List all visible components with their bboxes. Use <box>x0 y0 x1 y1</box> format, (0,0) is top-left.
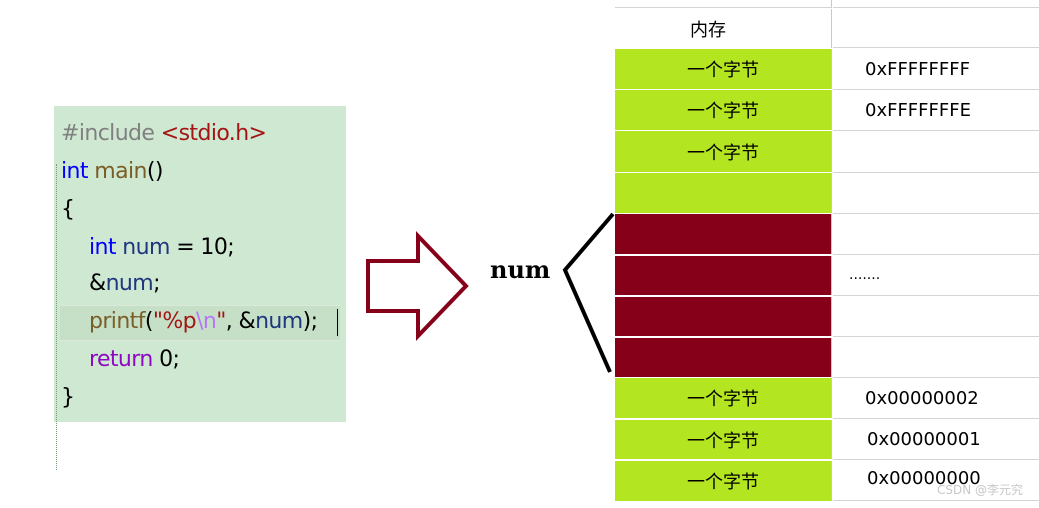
code-token: ); <box>302 309 318 334</box>
row-divider <box>615 418 832 419</box>
byte-cell: 一个字节 <box>615 90 832 130</box>
code-token: #include <box>61 121 161 146</box>
address-cell <box>833 173 1039 214</box>
right-arrow-icon <box>366 231 469 341</box>
row-divider <box>615 89 832 90</box>
code-line-2: int main() <box>61 154 163 190</box>
code-token: <stdio.h> <box>160 121 267 146</box>
address-label: 0x00000000 <box>867 468 981 489</box>
code-token: num <box>255 309 303 334</box>
code-gutter <box>56 164 58 470</box>
memory-header: 内存 <box>615 9 832 48</box>
code-token: int <box>61 159 88 184</box>
code-token: num <box>105 271 154 296</box>
code-token: ( <box>144 309 154 334</box>
code-token: = 10; <box>169 235 235 260</box>
code-token: & <box>89 271 106 296</box>
row-divider <box>615 172 832 173</box>
byte-label: 一个字节 <box>687 60 759 81</box>
code-token: int <box>89 235 116 260</box>
byte-cell: 一个字节 <box>615 420 832 460</box>
current-line-highlight <box>60 305 340 341</box>
num-byte-cell <box>615 338 832 377</box>
row-divider <box>615 130 832 131</box>
byte-cell <box>615 173 832 213</box>
byte-cell: 一个字节 <box>615 378 832 418</box>
row-divider <box>615 336 832 337</box>
bracket-icon <box>562 212 615 373</box>
address-cell <box>833 337 1039 378</box>
code-line-7: return 0; <box>61 342 180 378</box>
address-label: 0x00000001 <box>867 428 981 450</box>
address-cell: 0xFFFFFFFF <box>833 49 1039 90</box>
code-line-1: #include <stdio.h> <box>61 116 267 152</box>
memory-table: 内存 一个字节 0xFFFFFFFF 一个字节 0xFFFFFFFE 一个字节 … <box>615 0 1039 508</box>
code-line-6: printf("%p\n", &num); <box>61 304 318 340</box>
row-divider <box>615 213 832 214</box>
byte-label: 一个字节 <box>687 431 759 452</box>
address-cell: 0x00000002 <box>833 378 1039 419</box>
byte-cell: 一个字节 <box>615 49 832 89</box>
address-cell: ....... <box>833 255 1039 296</box>
code-panel: #include <stdio.h> int main() { int num … <box>54 106 346 470</box>
code-token: main <box>87 159 147 184</box>
address-cell <box>833 214 1039 255</box>
address-cell <box>833 131 1039 173</box>
row-divider <box>615 254 832 255</box>
row-divider <box>615 459 832 460</box>
address-label: 0xFFFFFFFF <box>865 58 970 80</box>
address-cell: 0xFFFFFFFE <box>833 90 1039 131</box>
text-caret <box>337 309 338 336</box>
ellipsis-label: ....... <box>849 267 881 283</box>
code-token: "%p <box>152 309 197 334</box>
row-divider <box>615 295 832 296</box>
byte-label: 一个字节 <box>687 472 759 493</box>
code-token: " <box>216 309 226 334</box>
code-token: num <box>115 235 170 260</box>
code-token: () <box>146 159 164 184</box>
address-label: 0xFFFFFFFE <box>865 99 971 121</box>
code-line-3: { <box>61 197 75 222</box>
byte-cell: 一个字节 <box>615 461 832 501</box>
row-divider <box>615 377 832 378</box>
address-label: 0x00000002 <box>865 387 979 409</box>
code-token: printf <box>89 309 145 334</box>
code-line-8: } <box>61 385 75 410</box>
byte-label: 一个字节 <box>687 142 759 164</box>
num-byte-cell <box>615 297 832 336</box>
address-cell <box>833 9 1039 48</box>
num-label: num <box>490 255 551 284</box>
byte-cell: 一个字节 <box>615 131 832 172</box>
code-line-4: int num = 10; <box>61 230 235 266</box>
address-cell: 0x00000001 <box>833 419 1039 460</box>
watermark: CSDN @李元究 <box>936 483 1023 497</box>
code-line-5: &num; <box>61 266 160 302</box>
memory-top-cell <box>615 0 832 8</box>
code-token: return <box>89 347 153 372</box>
num-byte-cell <box>615 214 832 254</box>
byte-label: 一个字节 <box>687 101 759 122</box>
memory-header-label: 内存 <box>690 19 726 41</box>
address-cell: 0x00000000 <box>833 460 1039 501</box>
address-cell <box>833 296 1039 337</box>
memory-top-cell <box>833 0 1039 8</box>
code-token: 0; <box>152 347 180 372</box>
code-token: ; <box>153 271 160 296</box>
num-byte-cell <box>615 256 832 295</box>
code-token: \n <box>196 309 217 334</box>
byte-label: 一个字节 <box>687 389 759 410</box>
code-token: , & <box>225 309 256 334</box>
